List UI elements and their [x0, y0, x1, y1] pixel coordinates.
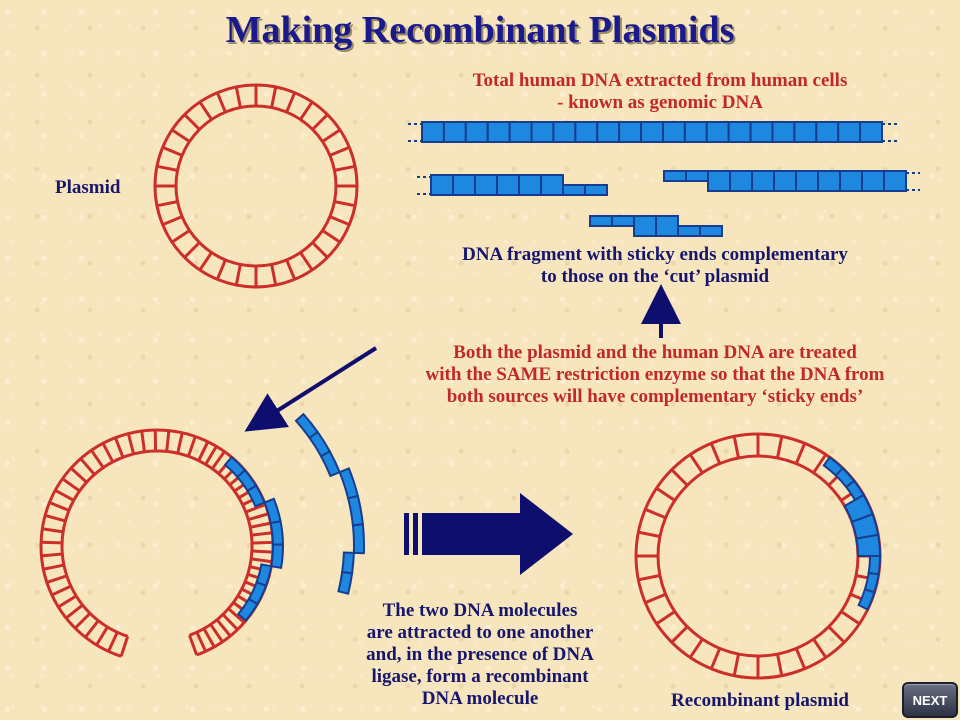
recombinant-label: Recombinant plasmid [671, 690, 849, 711]
dna-fragment-sticky [589, 215, 723, 237]
recombinant-plasmid-diagram [634, 432, 882, 680]
treated-line-3: both sources will have complementary ‘st… [446, 386, 864, 407]
dna-fragment-right [663, 170, 920, 192]
ligase-caption: The two DNA molecules are attracted to o… [320, 600, 640, 710]
plasmid-diagram [153, 83, 359, 289]
plasmid-label: Plasmid [55, 177, 121, 198]
restriction-caption: Both the plasmid and the human DNA are t… [355, 342, 955, 408]
genomic-dna-caption: Total human DNA extracted from human cel… [400, 70, 920, 114]
dna-fragment-left [417, 174, 608, 196]
next-button[interactable]: NEXT [902, 682, 958, 718]
attract-line-1: The two DNA molecules [382, 600, 578, 621]
fragment-caption: DNA fragment with sticky ends complement… [395, 244, 915, 288]
page-title: Making Recombinant Plasmids [225, 9, 735, 51]
treated-line-1: Both the plasmid and the human DNA are t… [453, 342, 857, 363]
big-right-arrow [404, 493, 573, 575]
cut-plasmid-diagram [39, 428, 285, 658]
genomic-dna-strand [408, 121, 898, 143]
fragment-line-1: DNA fragment with sticky ends complement… [462, 244, 848, 265]
genomic-line-1: Total human DNA extracted from human cel… [472, 70, 848, 91]
fragment-line-2: to those on the ‘cut’ plasmid [540, 266, 770, 287]
insert-dna-fragment [294, 412, 365, 595]
genomic-line-2: - known as genomic DNA [557, 92, 763, 113]
attract-line-5: DNA molecule [421, 688, 539, 709]
attract-line-4: ligase, form a recombinant [371, 666, 589, 687]
attract-line-2: are attracted to one another [366, 622, 594, 643]
treated-line-2: with the SAME restriction enzyme so that… [425, 364, 885, 385]
diagonal-arrow [244, 346, 378, 432]
attract-line-3: and, in the presence of DNA [366, 644, 594, 665]
